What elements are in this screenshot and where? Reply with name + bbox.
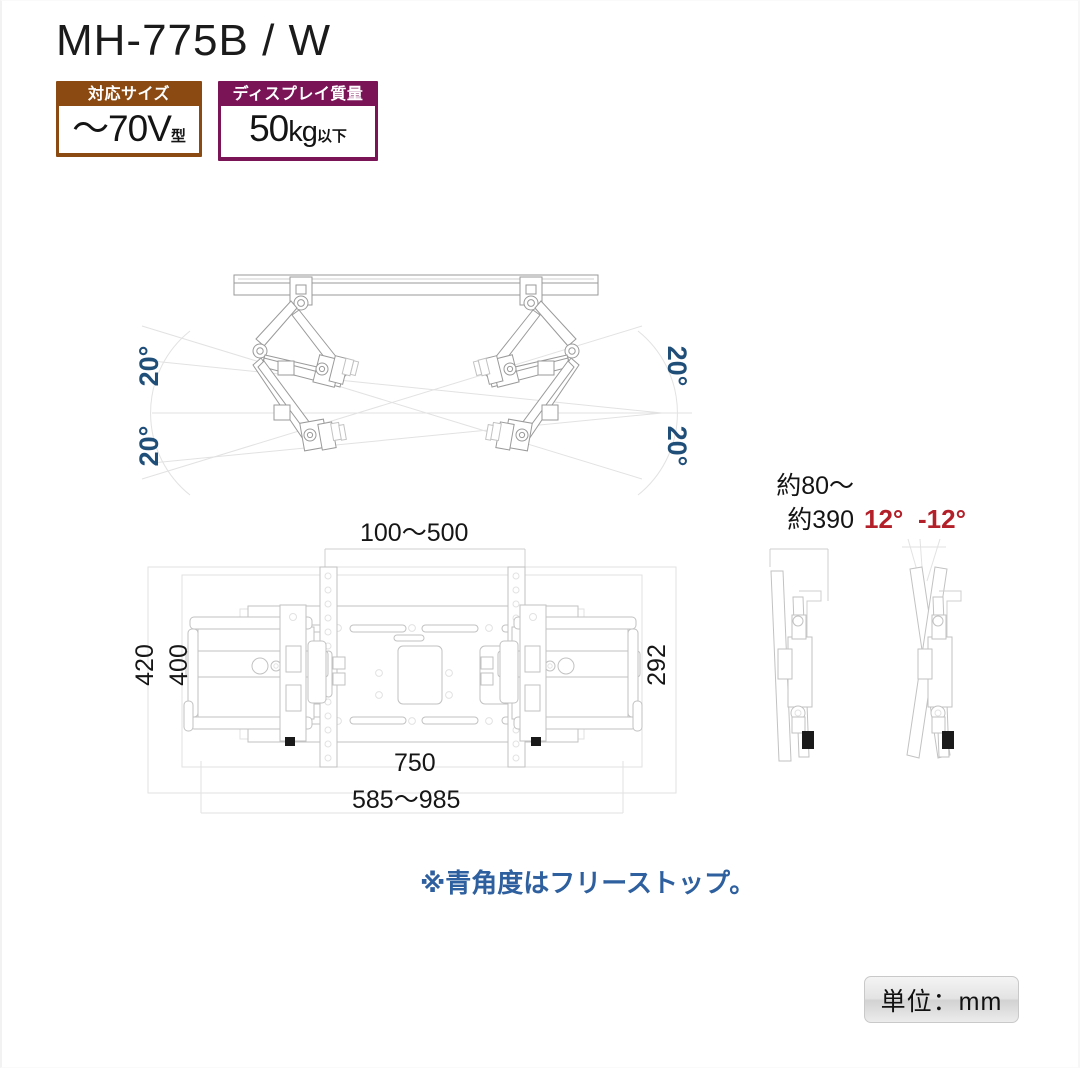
swivel-angle-left-upper: 20° [134,345,164,387]
depth-range-line1: 約80〜 [776,472,854,500]
badge-supported-size: 対応サイズ 〜70V型 [56,81,202,157]
dimension-right: 292 [643,644,671,686]
left-lower-connector [299,418,347,452]
left-arm-assembly [252,300,360,452]
dimension-bottom-inner: 750 [394,749,436,777]
dimension-left-inner: 400 [165,644,193,686]
free-stop-note: ※青角度はフリーストップ。 [420,868,756,898]
side-view-depth [769,548,829,762]
front-view-drawing [147,548,677,814]
right-upper-connector [472,354,520,388]
display-rail [233,274,599,311]
swivel-angle-right-lower: 20° [662,425,692,467]
right-arm-assembly [472,300,580,452]
dimension-top-span: 100〜500 [360,519,469,547]
badge-supported-size-value: 〜70V型 [59,106,199,153]
swivel-angle-left-lower: 20° [134,425,164,467]
front-left-arm [183,604,346,746]
right-lower-connector [485,418,533,452]
left-upper-connector [312,354,360,388]
badge-display-weight-value: 50kg以下 [221,106,375,157]
dimension-left-outer: 420 [131,644,159,686]
unit-label: 単位：mm [864,976,1019,1023]
page-title: MH-775B / W [56,16,332,65]
front-right-arm [480,604,643,746]
dimension-bottom-outer: 585〜985 [352,786,461,814]
side-view-tilt [902,538,962,759]
depth-range-line2: 約390 [787,506,854,534]
swivel-guide-lines [141,325,692,496]
tilt-angle-negative: -12° [918,504,966,534]
badge-display-weight: ディスプレイ質量 50kg以下 [218,81,378,161]
tilt-angle-positive: 12° [864,504,904,534]
badge-supported-size-caption: 対応サイズ [87,86,171,103]
badge-display-weight-caption: ディスプレイ質量 [232,86,364,103]
swivel-angle-right-upper: 20° [662,345,692,387]
